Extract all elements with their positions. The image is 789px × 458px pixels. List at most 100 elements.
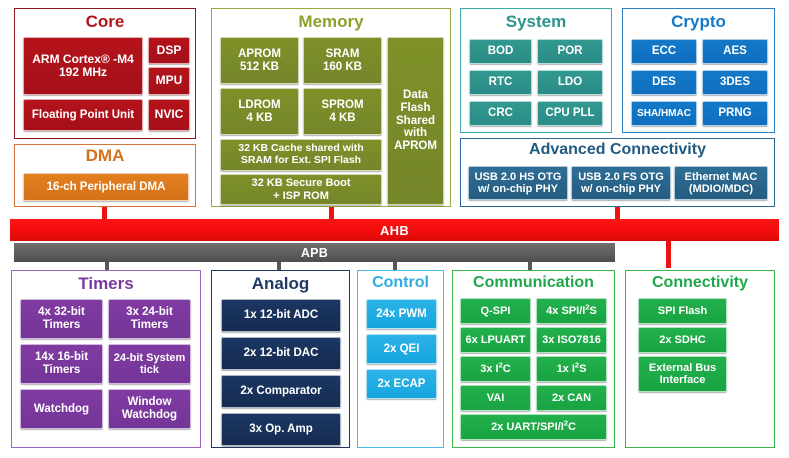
- block-line: with: [404, 127, 427, 140]
- block-uart-spi-i2c: 2x UART/SPI/I2C: [460, 414, 607, 440]
- block-crc: CRC: [469, 101, 532, 126]
- block-line: USB 2.0 HS OTG: [474, 170, 562, 183]
- block-line: 3x I2C: [480, 360, 511, 375]
- block-line: 6x LPUART: [465, 333, 526, 346]
- block-comparator: 2x Comparator: [221, 375, 341, 408]
- block-lpuart: 6x LPUART: [460, 327, 531, 353]
- block-line: LDO: [557, 76, 583, 89]
- block-line: APROM: [238, 47, 281, 60]
- block-line: PRNG: [718, 107, 752, 120]
- block-i2c: 3x I2C: [460, 356, 531, 382]
- block-ldrom: LDROM 4 KB: [220, 88, 299, 135]
- panel-title-crypto: Crypto: [671, 12, 726, 31]
- block-ecc: ECC: [631, 39, 697, 64]
- connector-memory-to-ahb: [329, 207, 334, 221]
- block-sram: SRAM 160 KB: [303, 37, 382, 84]
- block-line: 3DES: [719, 76, 751, 89]
- block-line: APROM: [394, 140, 437, 153]
- panel-control: Control 24x PWM 2x QEI 2x ECAP: [357, 270, 444, 448]
- panel-title-control: Control: [372, 274, 429, 291]
- block-usb-hs-otg: USB 2.0 HS OTG w/ on-chip PHY: [468, 166, 568, 200]
- block-line: (MDIO/MDC): [688, 183, 754, 195]
- block-nvic: NVIC: [148, 99, 190, 131]
- block-secure-boot: 32 KB Secure Boot + ISP ROM: [220, 174, 382, 205]
- block-line: Flash: [400, 101, 431, 114]
- block-line: SRAM: [325, 47, 360, 60]
- block-por: POR: [537, 39, 603, 64]
- block-dsp: DSP: [148, 37, 190, 64]
- block-line: 24-bit System: [113, 351, 186, 364]
- block-i2s: 1x I2S: [536, 356, 607, 382]
- block-line: Watchdog: [121, 409, 178, 421]
- block-line: 4 KB: [329, 111, 356, 124]
- panel-title-system: System: [505, 12, 567, 31]
- block-line: 3x 24-bit: [126, 306, 173, 319]
- block-window-watchdog: Window Watchdog: [108, 389, 191, 429]
- block-aprom: APROM 512 KB: [220, 37, 299, 84]
- block-line: 512 KB: [240, 60, 279, 73]
- block-line: Q-SPI: [480, 304, 511, 317]
- block-line: 14x 16-bit: [34, 351, 89, 364]
- block-des: DES: [631, 70, 697, 95]
- block-line: 32 KB Secure Boot: [251, 177, 351, 190]
- block-line: 2x SDHC: [659, 333, 706, 346]
- connector-advanced-connectivity-to-ahb: [615, 207, 620, 221]
- block-data-flash: Data Flash Shared with APROM: [387, 37, 444, 205]
- block-line: DSP: [156, 42, 182, 57]
- panel-core: Core ARM Cortex® -M4 192 MHz DSP MPU Flo…: [14, 8, 196, 139]
- block-ldo: LDO: [537, 70, 603, 95]
- block-can: 2x CAN: [536, 385, 607, 411]
- block-sprom: SPROM 4 KB: [303, 88, 382, 135]
- panel-title-connectivity: Connectivity: [651, 274, 748, 291]
- block-timers-24bit: 3x 24-bit Timers: [108, 299, 191, 339]
- panel-title-communication: Communication: [473, 274, 594, 291]
- block-timers-16bit: 14x 16-bit Timers: [20, 344, 103, 384]
- block-line: w/ on-chip PHY: [477, 183, 559, 195]
- panel-dma: DMA 16-ch Peripheral DMA: [14, 144, 196, 207]
- block-vai: VAI: [460, 385, 531, 411]
- panel-analog: Analog 1x 12-bit ADC 2x 12-bit DAC 2x Co…: [211, 270, 350, 448]
- block-line: SRAM for Ext. SPI Flash: [240, 154, 362, 166]
- panel-crypto: Crypto ECC AES DES 3DES SHA/HMAC PRNG: [622, 8, 775, 133]
- block-prng: PRNG: [702, 101, 768, 126]
- block-line: AES: [723, 45, 747, 58]
- block-sha-hmac: SHA/HMAC: [631, 101, 697, 126]
- block-line: 2x ECAP: [377, 377, 426, 390]
- block-line: Timers: [130, 319, 169, 331]
- block-line: SPROM: [321, 98, 364, 111]
- block-line: 32 KB Cache shared with: [238, 142, 364, 155]
- block-line: 24x PWM: [376, 307, 427, 320]
- bus-apb: APB: [14, 243, 615, 262]
- block-arm-cortex-m4: ARM Cortex® -M4 192 MHz: [23, 37, 143, 95]
- block-line: Timers: [42, 364, 81, 376]
- block-usb-fs-otg: USB 2.0 FS OTG w/ on-chip PHY: [571, 166, 671, 200]
- block-line: BOD: [487, 45, 514, 58]
- block-line: Watchdog: [33, 402, 90, 415]
- block-line: VAI: [486, 391, 505, 404]
- block-line: Ethernet MAC: [684, 170, 758, 183]
- bus-label-apb: APB: [300, 245, 329, 260]
- block-spi-flash: SPI Flash: [638, 298, 727, 324]
- panel-advanced-connectivity: Advanced Connectivity USB 2.0 HS OTG w/ …: [460, 138, 775, 207]
- block-line: RTC: [488, 76, 513, 89]
- block-line: Window: [127, 396, 172, 409]
- block-line: 4x 32-bit: [38, 306, 85, 319]
- block-ethernet-mac: Ethernet MAC (MDIO/MDC): [674, 166, 768, 200]
- block-cpu-pll: CPU PLL: [537, 101, 603, 126]
- block-line: Interface: [659, 374, 706, 386]
- block-line: 192 MHz: [58, 65, 107, 79]
- block-timers-32bit: 4x 32-bit Timers: [20, 299, 103, 339]
- block-line: w/ on-chip PHY: [580, 183, 662, 195]
- bus-ahb: AHB: [10, 219, 779, 241]
- panel-memory: Memory APROM 512 KB SRAM 160 KB LDROM 4 …: [211, 8, 451, 207]
- panel-title-core: Core: [85, 12, 125, 31]
- block-line: CRC: [488, 107, 513, 120]
- block-3des: 3DES: [702, 70, 768, 95]
- block-op-amp: 3x Op. Amp: [221, 413, 341, 446]
- block-line: Timers: [42, 319, 81, 331]
- block-line: 4 KB: [246, 111, 273, 124]
- block-line: Floating Point Unit: [31, 108, 135, 121]
- block-line: DES: [652, 76, 676, 89]
- connector-apb-to-analog: [277, 262, 281, 270]
